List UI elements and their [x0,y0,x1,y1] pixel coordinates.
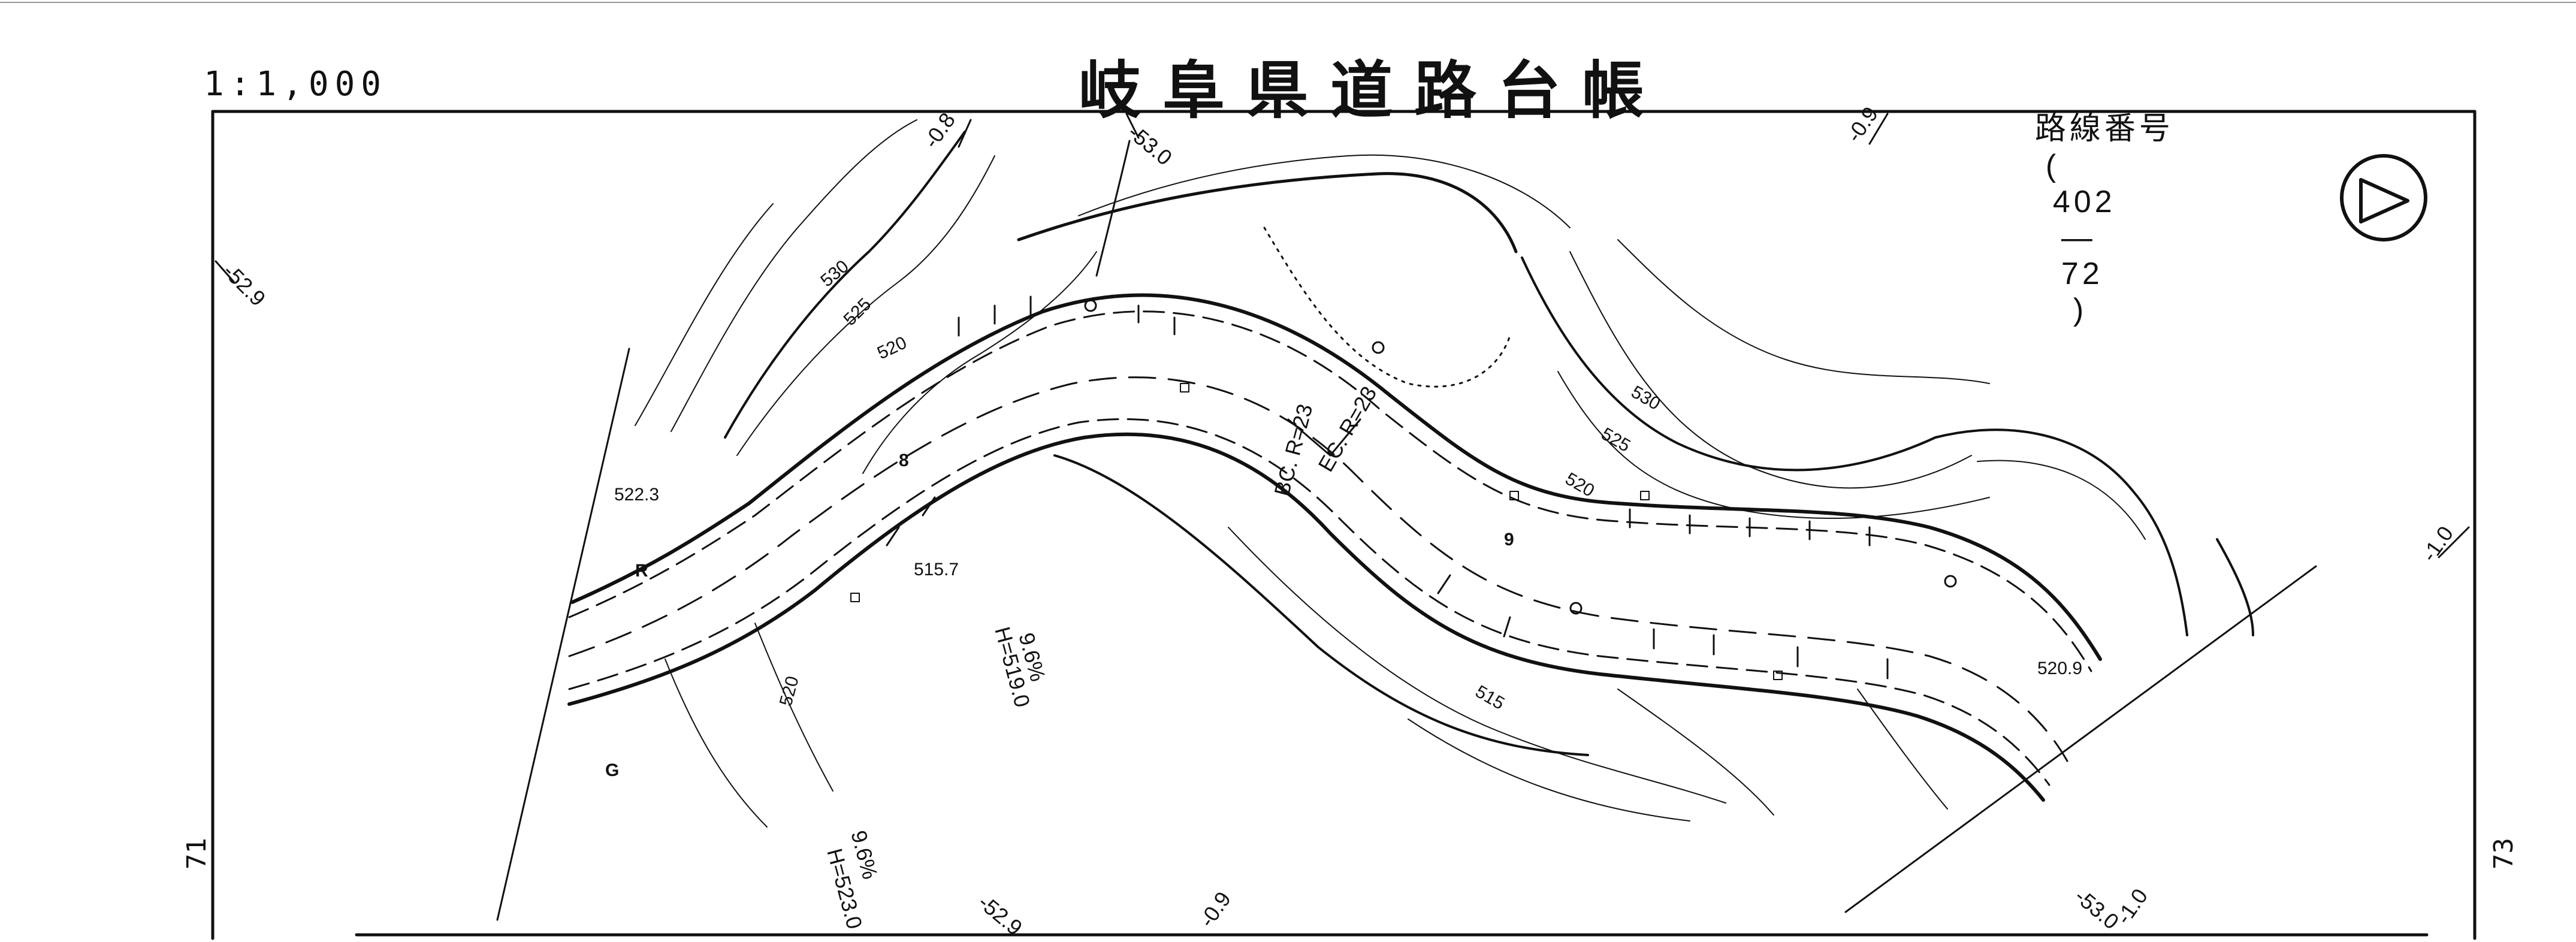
road-edge-north [570,293,2102,661]
contour-bottom-5 [665,659,768,828]
pole-circle-icon [1569,602,1583,615]
benchmark-symbol-icon [1180,383,1189,393]
benchmark-symbol-icon [1509,491,1519,500]
route-number-dash: — [2061,221,2096,255]
route-number-block: 路線番号 ( 402 — 72 ) [2010,67,2174,328]
contour-label-515-bottom: 515 [1472,681,1508,714]
contour-right-hill-1 [1617,239,1990,384]
road-number-8: 8 [899,451,909,470]
road-mark-g: G [605,760,619,780]
contour-upper-hill [1078,154,1571,228]
contour-label-525-top: 525 [840,294,875,330]
ec-curve-label: EC. R=23 [1313,382,1381,476]
tick-529-left [215,260,235,283]
contour-bottom-4 [1857,689,1948,810]
contour-530-top [724,131,966,439]
contour-label-525-right: 525 [1598,424,1634,456]
tick-530-top [1125,113,1140,139]
contour-label-530-right: 530 [1628,382,1664,414]
bc-curve-label: BC. R=23 [1269,401,1317,499]
contour-525-right [1569,251,1972,489]
match-line-left [496,348,630,921]
route-number-label: 路線番号 [2034,111,2174,146]
elevation-5157: 515.7 [914,560,959,579]
road-edge-south-dash [568,418,2050,786]
power-line-top [1095,140,1131,277]
route-number-open-paren: ( [2045,149,2060,183]
road-edge-south [567,432,2045,802]
contour-label-520-top: 520 [874,333,910,363]
match-line-right [1844,565,2317,913]
benchmark-symbol-icon [850,593,860,602]
contour-530-right [1521,256,1937,472]
road-centerline [568,376,2068,762]
contour-520-bottom [754,623,833,792]
contour-label-530-top: 530 [817,256,853,291]
route-sheet-number: 72 [2061,256,2103,291]
map-scale: 1:1,000 [204,65,388,104]
benchmark-symbol-icon [1640,491,1650,500]
route-number-value: 402 [2052,185,2116,219]
pole-circle-icon [1944,575,1957,588]
slope-hachures-south [886,496,1889,680]
slope-hachures-north [958,295,1871,547]
road-number-9: 9 [1504,530,1514,550]
contour-520-top [862,251,1097,474]
contour-label-520-bottom: 520 [776,674,803,708]
tick-08-top [958,119,972,148]
contour-bottom-3 [1617,689,1774,816]
coordinate-mark-529-bottom: -52.9 [974,890,1027,940]
contour-right-hill-4 [2216,538,2254,636]
contour-515-bottom [1053,454,1589,756]
pole-circle-icon [1084,299,1097,312]
contour-ridge-top [1017,172,1518,253]
road-mark-r: R [635,561,648,581]
pole-circle-icon [1372,341,1385,354]
coordinate-mark-09-top: -0.9 [1841,102,1883,146]
benchmark-symbol-icon [1773,671,1783,680]
tick-10-right [2438,526,2470,558]
bc-ec-leader [1287,418,1361,457]
north-arrow-icon [2359,178,2409,224]
north-arrow-icon [2340,154,2427,241]
coordinate-mark-10-right: -1.0 [2417,521,2458,566]
coordinate-mark-529-left: -52.9 [218,259,270,311]
elevation-5209: 520.9 [2037,659,2082,678]
contour-fine-1 [671,119,917,432]
coordinate-mark-530-top: -53.0 [1124,120,1177,170]
contour-525-top [736,155,995,456]
dotted-boundary [1263,227,1511,388]
contour-right-hill-3 [1977,460,2146,540]
contour-right-hill-2 [1934,428,2188,636]
coordinate-mark-09-bottom: -0.9 [1194,887,1236,931]
tick-09-top [1868,113,1889,145]
road-edge-north-dash [568,310,2092,672]
elevation-5223: 522.3 [614,485,659,505]
route-number-close-paren: ) [2073,292,2088,327]
contour-bottom-1 [1228,527,1726,804]
contour-bottom-2 [1408,718,1690,822]
contour-fine-2 [635,203,774,426]
contour-520-right [1557,371,1990,519]
page-title: 岐阜県道路台帳 [1079,54,1666,127]
